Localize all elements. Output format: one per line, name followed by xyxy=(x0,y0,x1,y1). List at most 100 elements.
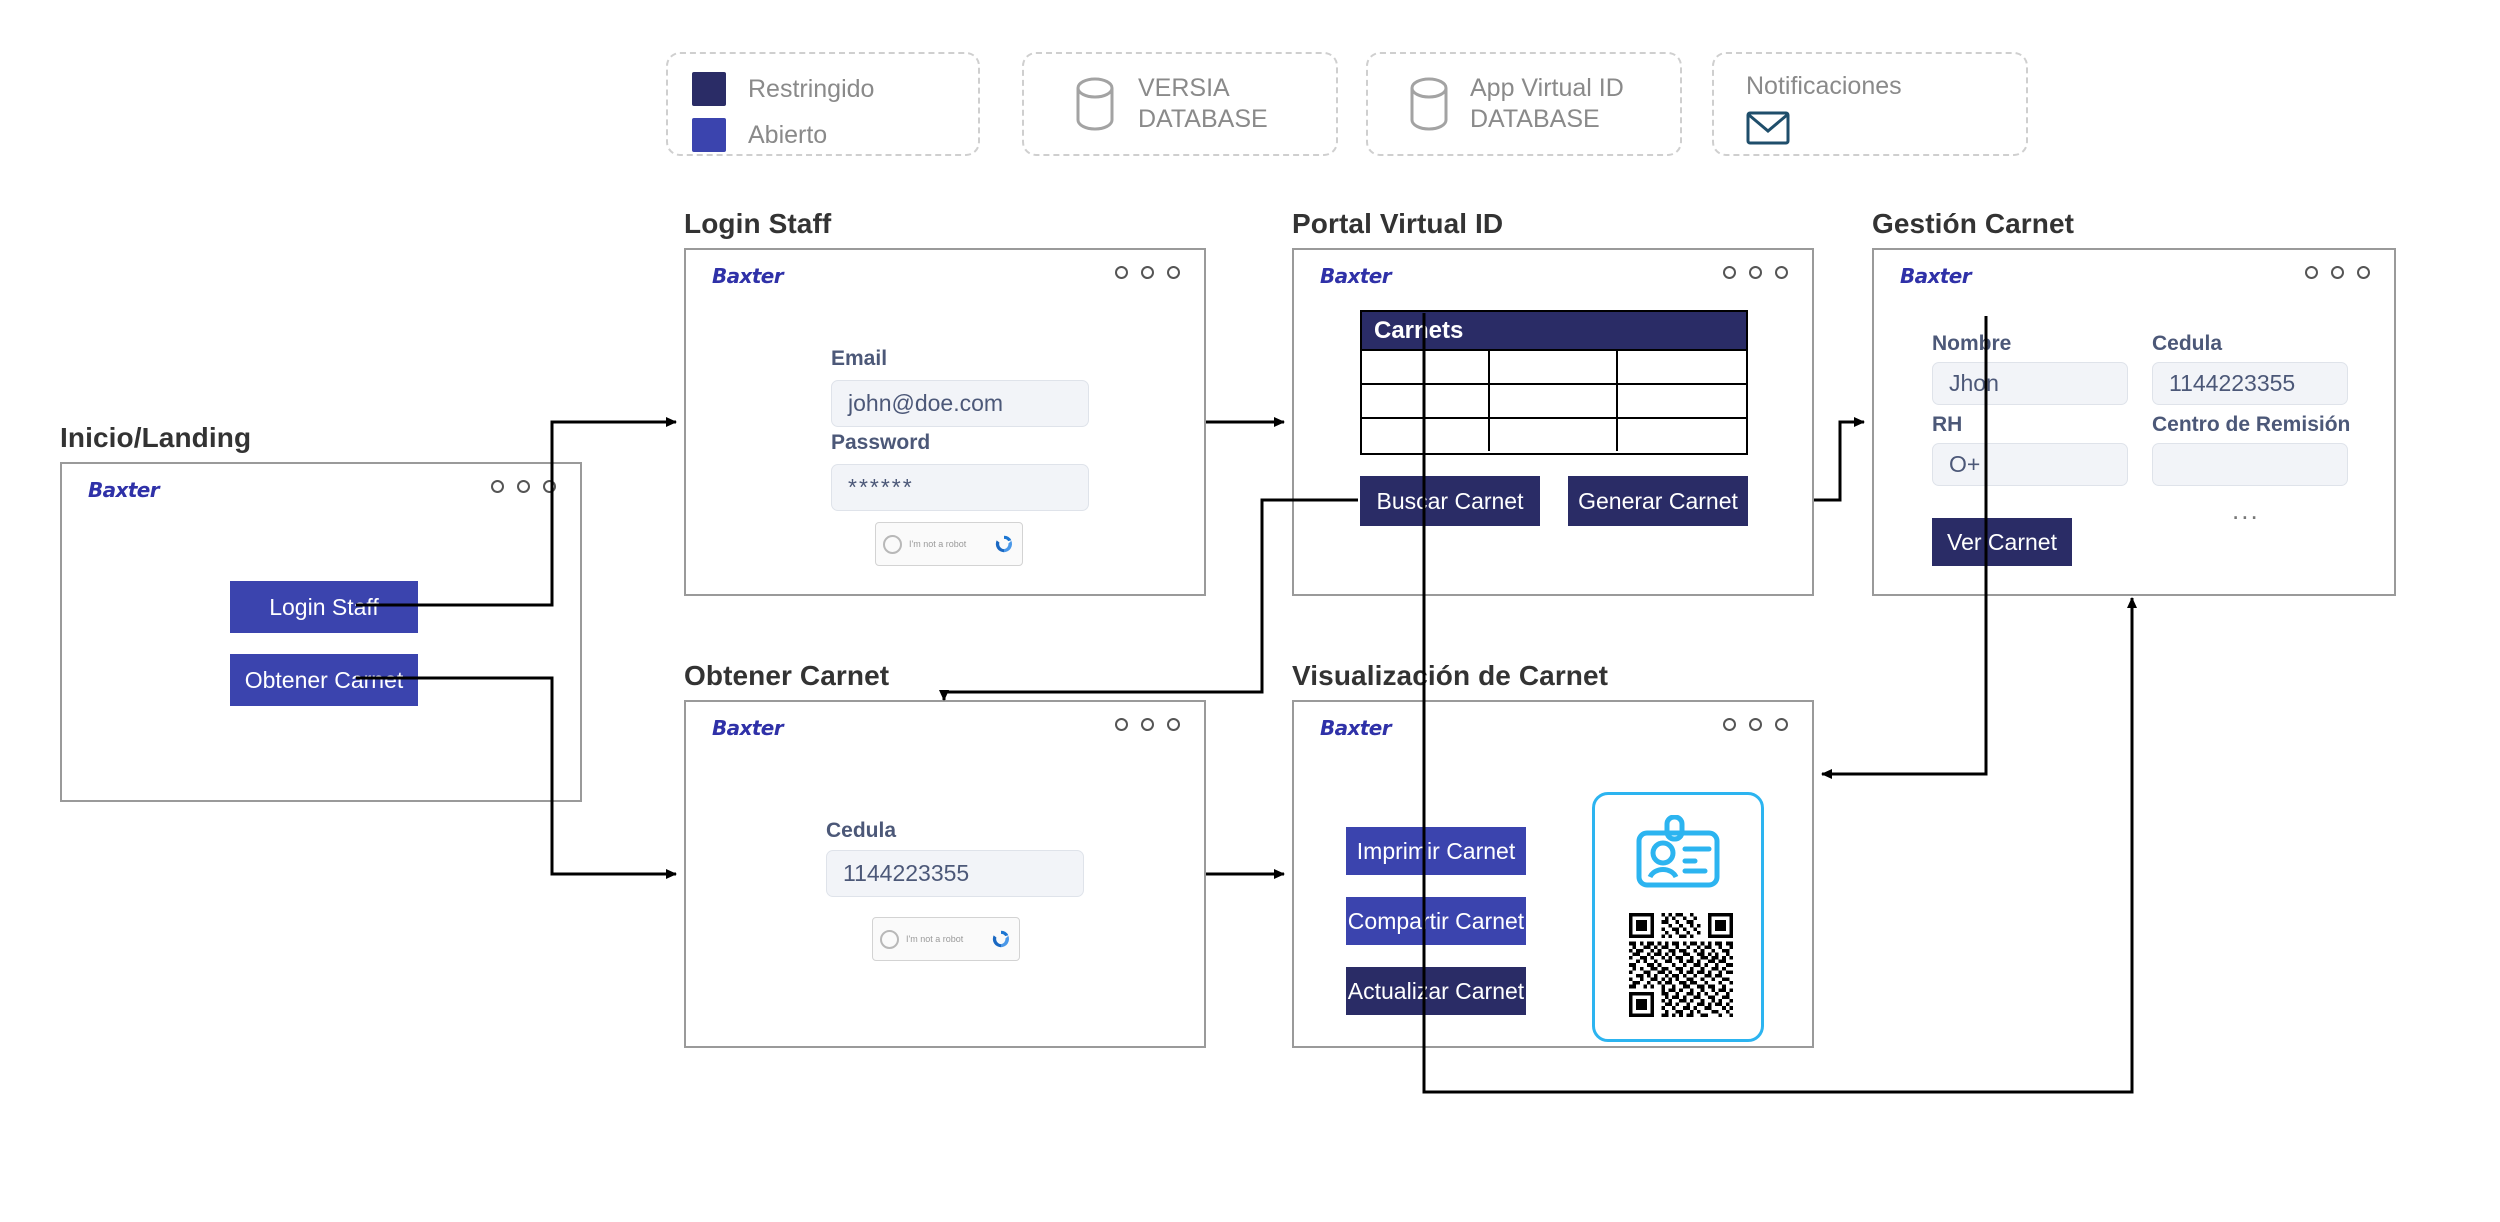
table-cell[interactable] xyxy=(1362,383,1490,417)
obtener-title: Obtener Carnet xyxy=(684,660,890,691)
legend-notifications-card: Notificaciones xyxy=(1712,52,2028,156)
envelope-icon xyxy=(1746,111,1790,145)
recaptcha-widget[interactable]: I'm not a robot xyxy=(875,522,1023,566)
actualizar-carnet-button[interactable]: Actualizar Carnet xyxy=(1346,967,1526,1015)
maximize-dot[interactable] xyxy=(1749,718,1762,731)
maximize-dot[interactable] xyxy=(1749,266,1762,279)
appid-line1: App Virtual ID xyxy=(1470,73,1624,102)
baxter-logo: Baxter xyxy=(712,264,784,288)
qr-code-icon xyxy=(1629,913,1733,1017)
rh-label: RH xyxy=(1932,413,1963,436)
recaptcha-widget[interactable]: I'm not a robot xyxy=(872,917,1020,961)
minimize-dot[interactable] xyxy=(1115,266,1128,279)
more-fields-indicator: ... xyxy=(2232,495,2260,525)
gestion-window: Baxter Nombre Jhon Cedula 1144223355 RH … xyxy=(1872,248,2396,596)
legend-swatch-abierto xyxy=(692,118,726,152)
cedula-field[interactable]: 1144223355 xyxy=(2152,362,2348,405)
recaptcha-checkbox[interactable] xyxy=(880,929,899,949)
login-staff-button[interactable]: Login Staff xyxy=(230,581,418,633)
appid-line2: DATABASE xyxy=(1470,105,1600,133)
legend-status-card: Restringido Abierto xyxy=(666,52,980,156)
database-cylinder-icon xyxy=(1076,77,1114,131)
recaptcha-label: I'm not a robot xyxy=(909,539,967,549)
maximize-dot[interactable] xyxy=(1141,266,1154,279)
table-cell[interactable] xyxy=(1490,417,1618,451)
legend-versia-database-card: VERSIA DATABASE xyxy=(1022,52,1338,156)
window-controls[interactable] xyxy=(1723,718,1788,731)
carnets-table-header: Carnets xyxy=(1362,312,1746,349)
imprimir-carnet-button[interactable]: Imprimir Carnet xyxy=(1346,827,1526,875)
legend-appvirtualid-database-card: App Virtual ID DATABASE xyxy=(1366,52,1682,156)
cedula-label: Cedula xyxy=(826,819,897,842)
table-cell[interactable] xyxy=(1618,383,1746,417)
legend-appvirtualid-label: App Virtual ID DATABASE xyxy=(1470,73,1624,136)
gestion-title: Gestión Carnet xyxy=(1872,208,2075,239)
legend-versia-label: VERSIA DATABASE xyxy=(1138,73,1268,136)
window-controls[interactable] xyxy=(1723,266,1788,279)
close-dot[interactable] xyxy=(1167,266,1180,279)
generar-carnet-button[interactable]: Generar Carnet xyxy=(1568,476,1748,526)
cedula-field[interactable]: 1144223355 xyxy=(826,850,1084,897)
legend-notifications-label: Notificaciones xyxy=(1746,72,1902,100)
recaptcha-logo-icon xyxy=(995,535,1012,553)
obtener-window: Baxter Cedula 1144223355 I'm not a robot xyxy=(684,700,1206,1048)
email-label: Email xyxy=(831,347,888,370)
recaptcha-checkbox[interactable] xyxy=(883,534,902,554)
carnets-table: Carnets xyxy=(1360,310,1748,455)
maximize-dot[interactable] xyxy=(2331,266,2344,279)
legend-swatch-restringido xyxy=(692,72,726,106)
centro-remision-label: Centro de Remisión xyxy=(2152,413,2351,436)
close-dot[interactable] xyxy=(1775,266,1788,279)
table-cell[interactable] xyxy=(1490,383,1618,417)
minimize-dot[interactable] xyxy=(1723,266,1736,279)
maximize-dot[interactable] xyxy=(517,480,530,493)
carnets-table-body xyxy=(1362,349,1746,451)
table-cell[interactable] xyxy=(1362,417,1490,451)
versia-line1: VERSIA xyxy=(1138,73,1230,102)
close-dot[interactable] xyxy=(2357,266,2370,279)
window-controls[interactable] xyxy=(1115,718,1180,731)
minimize-dot[interactable] xyxy=(491,480,504,493)
buscar-carnet-button[interactable]: Buscar Carnet xyxy=(1360,476,1540,526)
nombre-field[interactable]: Jhon xyxy=(1932,362,2128,405)
database-cylinder-icon xyxy=(1410,77,1448,131)
minimize-dot[interactable] xyxy=(1723,718,1736,731)
cedula-label: Cedula xyxy=(2152,332,2223,355)
table-cell[interactable] xyxy=(1618,349,1746,383)
landing-window: Baxter Login Staff Obtener Carnet xyxy=(60,462,582,802)
close-dot[interactable] xyxy=(1167,718,1180,731)
maximize-dot[interactable] xyxy=(1141,718,1154,731)
id-badge-icon xyxy=(1636,815,1720,888)
rh-field[interactable]: O+ xyxy=(1932,443,2128,486)
versia-line2: DATABASE xyxy=(1138,105,1268,133)
nombre-label: Nombre xyxy=(1932,332,2012,355)
compartir-carnet-button[interactable]: Compartir Carnet xyxy=(1346,897,1526,945)
ver-carnet-button[interactable]: Ver Carnet xyxy=(1932,518,2072,566)
baxter-logo: Baxter xyxy=(1320,264,1392,288)
window-controls[interactable] xyxy=(1115,266,1180,279)
close-dot[interactable] xyxy=(543,480,556,493)
table-cell[interactable] xyxy=(1490,349,1618,383)
table-cell[interactable] xyxy=(1618,417,1746,451)
close-dot[interactable] xyxy=(1775,718,1788,731)
minimize-dot[interactable] xyxy=(2305,266,2318,279)
portal-window: Baxter Carnets Buscar Carnet Generar Car… xyxy=(1292,248,1814,596)
login-staff-title: Login Staff xyxy=(684,208,832,239)
legend-row-restringido: Restringido xyxy=(692,72,978,106)
minimize-dot[interactable] xyxy=(1115,718,1128,731)
legend-label-abierto: Abierto xyxy=(748,120,828,149)
centro-remision-field[interactable] xyxy=(2152,443,2348,486)
table-cell[interactable] xyxy=(1362,349,1490,383)
landing-title: Inicio/Landing xyxy=(60,422,252,453)
visualizacion-title: Visualización de Carnet xyxy=(1292,660,1609,691)
password-field[interactable]: ****** xyxy=(831,464,1089,511)
baxter-logo: Baxter xyxy=(1320,716,1392,740)
window-controls[interactable] xyxy=(2305,266,2370,279)
legend-row-abierto: Abierto xyxy=(692,118,978,152)
visualizacion-window: Baxter Imprimir Carnet Compartir Carnet … xyxy=(1292,700,1814,1048)
obtener-carnet-button[interactable]: Obtener Carnet xyxy=(230,654,418,706)
carnet-preview-card xyxy=(1592,792,1764,1042)
email-field[interactable]: john@doe.com xyxy=(831,380,1089,427)
window-controls[interactable] xyxy=(491,480,556,493)
legend-label-restringido: Restringido xyxy=(748,74,875,103)
